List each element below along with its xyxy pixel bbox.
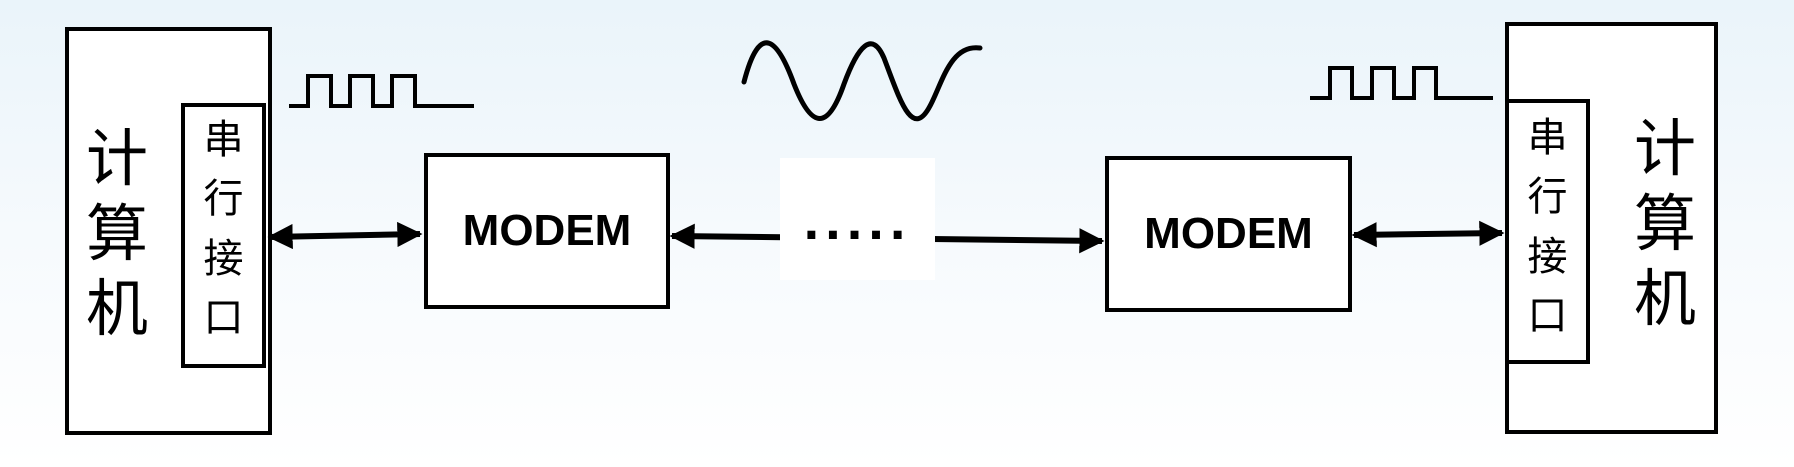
right-modem-box: MODEM — [1105, 156, 1352, 312]
right-digital-signal-icon — [1310, 66, 1493, 100]
left-computer-char: 算 — [85, 197, 148, 270]
right-serial-interface-box — [1505, 99, 1590, 364]
left-modem-label: MODEM — [462, 206, 632, 255]
right-serial-interface-label: 串 行 接 口 — [1507, 118, 1588, 336]
right-interface-char: 串 — [1527, 115, 1568, 161]
line-continuation-dots: ..... — [780, 158, 935, 280]
left-interface-char: 接 — [203, 235, 244, 282]
left-computer-char: 机 — [85, 272, 148, 345]
left-modem-box: MODEM — [424, 153, 670, 309]
left-interface-modem-arrow — [267, 221, 423, 250]
left-interface-char: 行 — [203, 176, 244, 223]
right-interface-char: 行 — [1527, 174, 1568, 221]
left-interface-char: 口 — [203, 294, 244, 341]
right-computer-label: 计 算 机 — [1628, 118, 1702, 330]
left-serial-interface-label: 串 行 接 口 — [183, 120, 264, 338]
analog-signal-icon — [741, 40, 983, 122]
right-modem-interface-arrow — [1351, 220, 1505, 248]
right-interface-char: 接 — [1527, 233, 1568, 280]
left-computer-char: 计 — [85, 122, 148, 195]
right-computer-char: 计 — [1633, 112, 1696, 185]
left-computer-label: 计 算 机 — [80, 128, 154, 340]
right-modem-label: MODEM — [1144, 209, 1313, 258]
right-computer-char: 机 — [1633, 262, 1696, 335]
left-digital-signal-icon — [289, 74, 474, 108]
right-interface-char: 口 — [1527, 292, 1568, 339]
line-dots-text: ..... — [803, 187, 912, 251]
right-computer-char: 算 — [1633, 187, 1696, 260]
left-interface-char: 串 — [203, 117, 244, 163]
left-serial-interface-box — [181, 103, 266, 368]
